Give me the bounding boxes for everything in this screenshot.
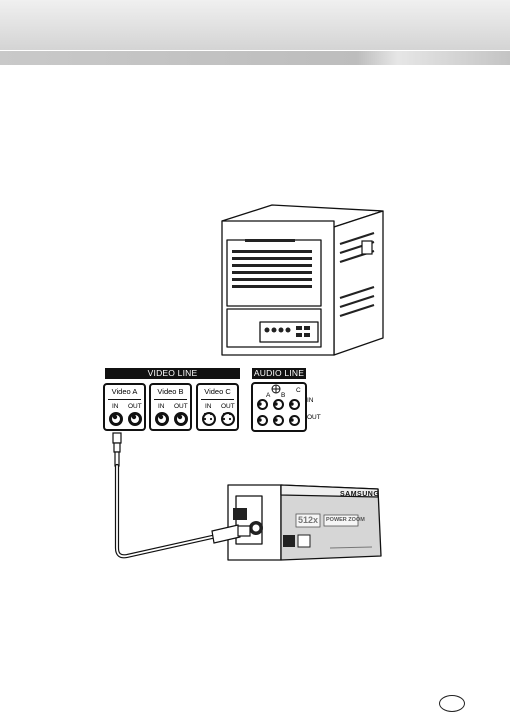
- camera-zoom-badge: 512x: [298, 515, 318, 525]
- page-number-marker: [439, 695, 465, 712]
- camera-zoom-label: POWER ZOOM: [326, 517, 365, 523]
- camera-brand-label: SAMSUNG: [340, 491, 379, 498]
